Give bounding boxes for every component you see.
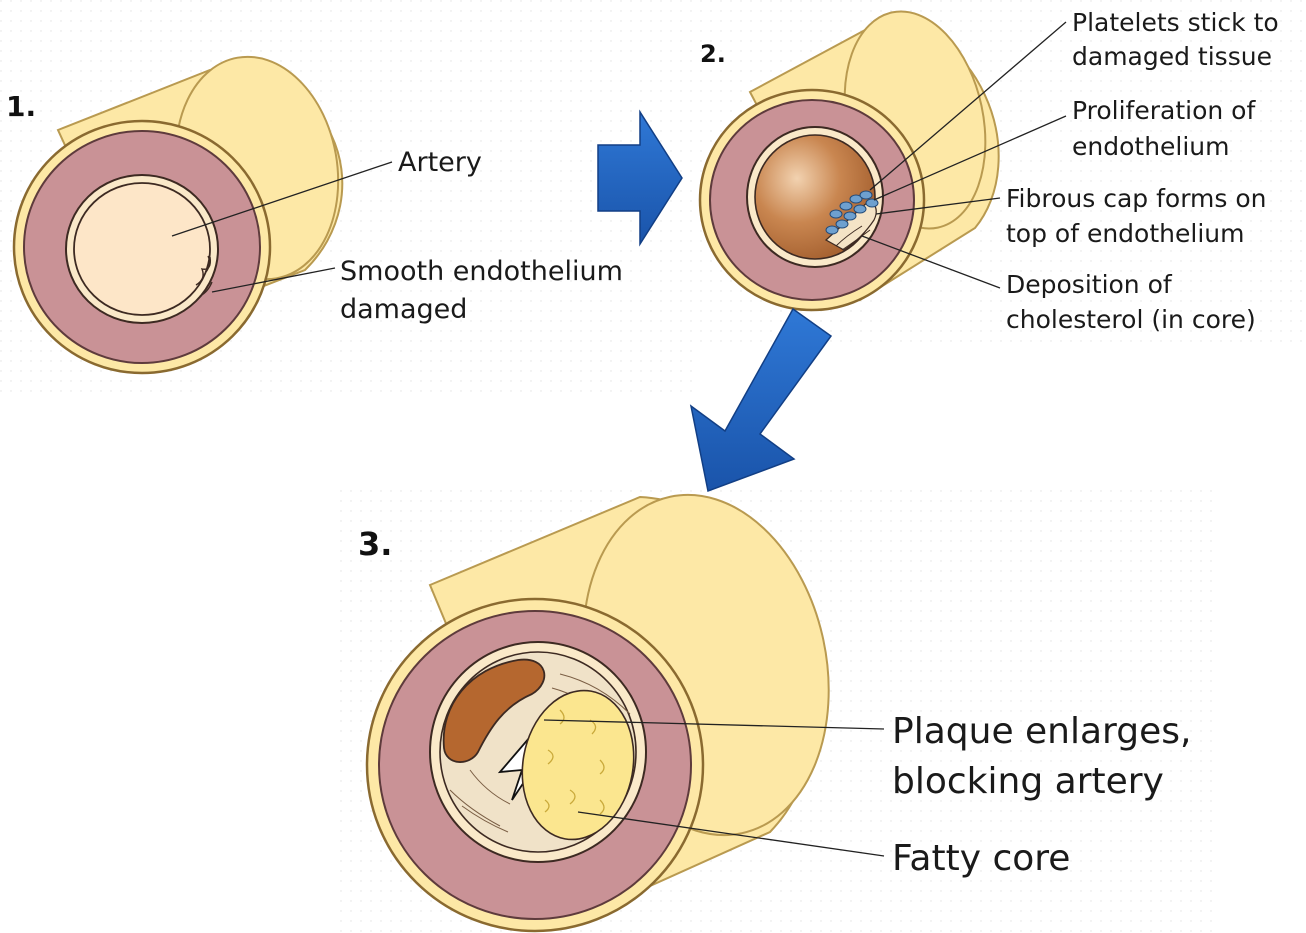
proliferation-label-line2: endothelium [1072, 132, 1230, 161]
cholesterol-label-line2: cholesterol (in core) [1006, 305, 1256, 334]
fatty-core-label: Fatty core [892, 838, 1070, 879]
step-3-number: 3. [358, 525, 392, 563]
damage-label-line1: Smooth endothelium [340, 256, 623, 287]
proliferation-label-line1: Proliferation of [1072, 96, 1256, 125]
plaque-label-line2: blocking artery [892, 761, 1164, 802]
platelets-label-line2: damaged tissue [1072, 42, 1272, 71]
cholesterol-label-line1: Deposition of [1006, 270, 1173, 299]
platelets-label-line1: Platelets stick to [1072, 8, 1279, 37]
damage-label-line2: damaged [340, 294, 467, 325]
fibrous-cap-label-line2: top of endothelium [1006, 219, 1244, 248]
step-2-number: 2. [700, 40, 726, 68]
lumen [74, 183, 210, 315]
artery-label: Artery [398, 147, 482, 178]
step-1-number: 1. [6, 90, 36, 123]
plaque-label-line1: Plaque enlarges, [892, 711, 1191, 752]
fibrous-cap-label-line1: Fibrous cap forms on [1006, 184, 1267, 213]
